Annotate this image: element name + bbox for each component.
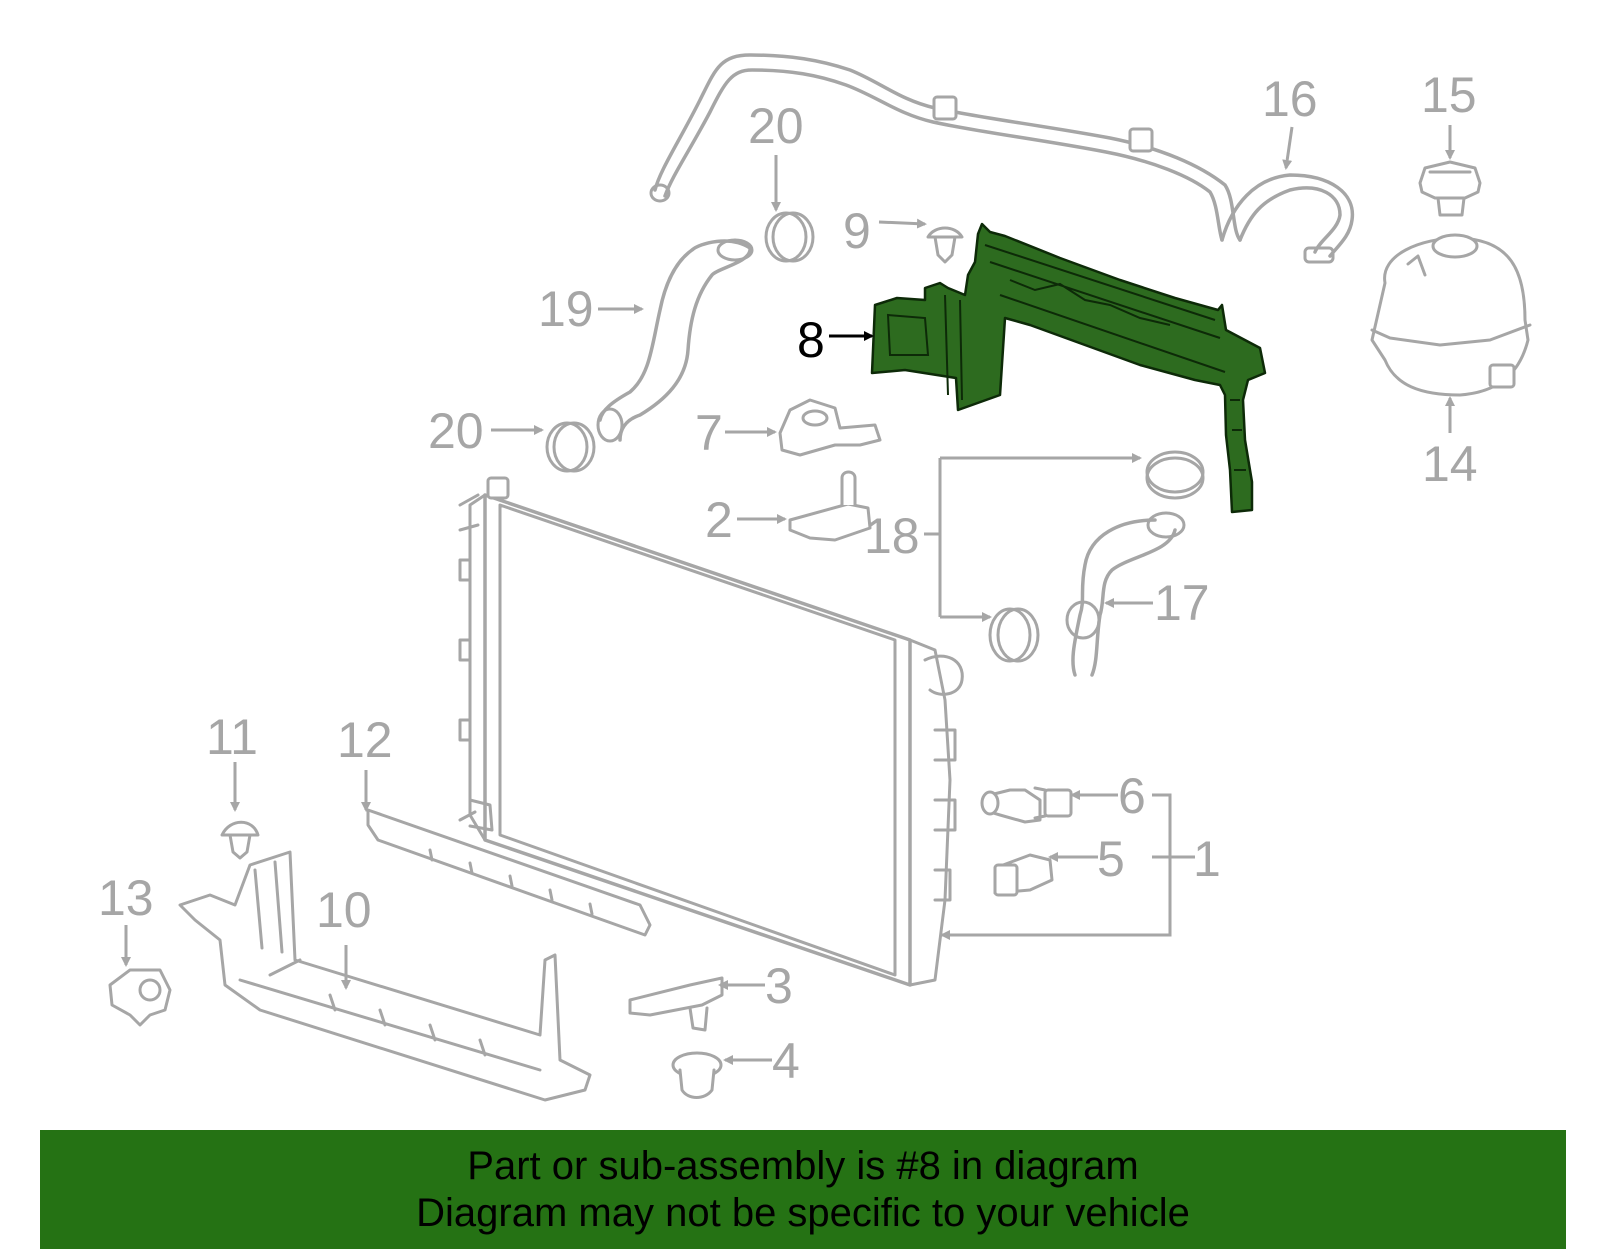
radiator: [458, 476, 964, 987]
deflector-12: [366, 808, 652, 937]
sensor-5: [993, 853, 1054, 897]
callout-19: 19: [538, 281, 594, 337]
callout-7: 7: [695, 405, 723, 461]
banner-line-2: Diagram may not be specific to your vehi…: [416, 1191, 1190, 1235]
bracket-7: [778, 398, 882, 457]
push-pin-9: [926, 226, 964, 264]
callout-18: 18: [864, 508, 920, 564]
callout-17: 17: [1154, 575, 1210, 631]
clamp-18-upper: [1145, 450, 1205, 500]
radiator-cap-15: [1418, 160, 1482, 217]
callout-6: 6: [1118, 768, 1146, 824]
callout-13: 13: [98, 870, 154, 926]
callout-5: 5: [1097, 831, 1125, 887]
upper-tie-bar-8: [870, 222, 1267, 514]
callout-15: 15: [1421, 67, 1477, 123]
callout-20-top: 20: [748, 98, 804, 154]
callout-20-lower: 20: [428, 403, 484, 459]
callout-4: 4: [772, 1033, 800, 1089]
hose-lower-19: [596, 238, 754, 443]
callout-12: 12: [337, 712, 393, 768]
callout-2: 2: [705, 492, 733, 548]
callout-3: 3: [765, 958, 793, 1014]
clamp-18-lower: [988, 607, 1040, 663]
bracket-3: [628, 976, 724, 1032]
hose-upper-16: [649, 53, 1355, 264]
callout-16: 16: [1262, 71, 1318, 127]
callout-1: 1: [1193, 831, 1221, 887]
clamp-upper-20: [764, 211, 815, 263]
push-pin-11: [220, 820, 260, 860]
callout-14: 14: [1422, 436, 1478, 492]
banner-line-1: Part or sub-assembly is #8 in diagram: [467, 1144, 1139, 1188]
grommet-4: [671, 1051, 723, 1099]
callout-9: 9: [843, 203, 871, 259]
clamp-lower-20: [545, 421, 596, 473]
leader-lines: [121, 125, 1455, 1065]
hose-17: [1065, 511, 1186, 677]
coolant-reservoir-14: [1370, 233, 1532, 397]
callout-8: 8: [797, 312, 825, 368]
sensor-6: [980, 786, 1073, 824]
bracket-2: [788, 470, 872, 542]
callout-11: 11: [206, 709, 258, 765]
lower-deflector-10: [178, 850, 592, 1102]
callout-labels: 20 9 19 8 20 7 2 16 15 14 18 17 6 5 1 3 …: [98, 67, 1478, 1089]
info-banner: Part or sub-assembly is #8 in diagram Di…: [40, 1130, 1566, 1249]
callout-10: 10: [316, 882, 372, 938]
sensor-13: [108, 968, 172, 1027]
